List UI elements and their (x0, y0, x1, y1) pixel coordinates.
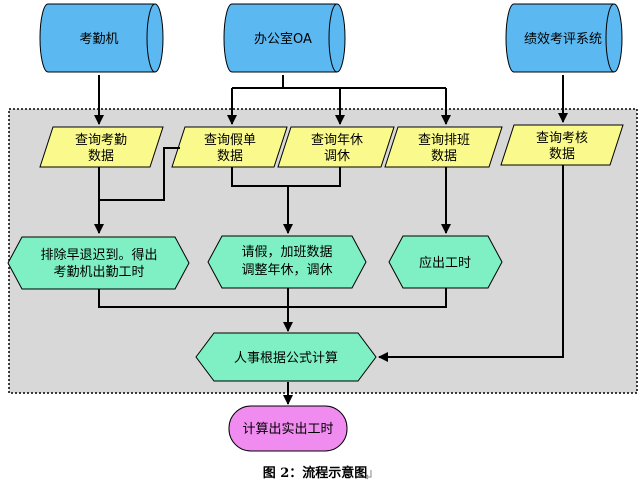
process-leave-overtime: 请假，加班数据 调整年休，调休 (207, 235, 367, 289)
result-terminator: 计算出实出工时 (228, 405, 348, 452)
query-annual-leave: 查询年休 调休 (277, 126, 395, 168)
source-office-oa-label: 办公室OA (254, 31, 312, 47)
process-leave-overtime-line1: 请假，加班数据 (241, 245, 332, 260)
connectors-top (94, 75, 568, 125)
query-assessment: 查询考核 数据 (500, 124, 624, 166)
source-office-oa: 办公室OA (223, 3, 346, 73)
query-schedule-line1: 查询排班 (418, 133, 470, 148)
connectors-middle (94, 147, 451, 234)
query-leave: 查询假单 数据 (171, 126, 288, 168)
query-schedule-line2: 数据 (431, 149, 457, 164)
query-attendance: 查询考勤 数据 (39, 126, 164, 168)
query-annual-leave-line1: 查询年休 (311, 133, 363, 148)
process-leave-overtime-line2: 调整年休，调休 (241, 263, 332, 278)
figure-caption: 图 2：流程示意图 (263, 465, 368, 481)
process-hr-calc-label: 人事根据公式计算 (234, 351, 338, 366)
process-exclude-late-line2: 考勤机出勤工时 (53, 265, 144, 280)
source-attendance-machine-label: 考勤机 (79, 32, 118, 47)
process-due-hours: 应出工时 (388, 235, 503, 289)
query-schedule: 查询排班 数据 (384, 126, 503, 168)
source-attendance-machine: 考勤机 (39, 3, 164, 73)
query-assessment-line1: 查询考核 (536, 131, 588, 146)
process-hr-calc: 人事根据公式计算 (195, 332, 377, 382)
process-exclude-late: 排除早退迟到。得出 考勤机出勤工时 (7, 236, 190, 290)
query-assessment-line2: 数据 (549, 147, 575, 162)
query-leave-line1: 查询假单 (204, 133, 256, 148)
query-attendance-line2: 数据 (88, 149, 114, 164)
paragraph-mark-icon (365, 470, 372, 480)
query-annual-leave-line2: 调休 (324, 149, 350, 164)
query-leave-line2: 数据 (217, 149, 243, 164)
source-performance-system-label: 绩效考评系统 (524, 32, 602, 47)
connectors-lower (98, 165, 564, 405)
process-due-hours-label: 应出工时 (419, 255, 471, 271)
source-performance-system: 绩效考评系统 (505, 3, 623, 73)
result-label: 计算出实出工时 (242, 422, 333, 437)
process-exclude-late-line1: 排除早退迟到。得出 (40, 247, 157, 263)
query-attendance-line1: 查询考勤 (75, 133, 127, 148)
